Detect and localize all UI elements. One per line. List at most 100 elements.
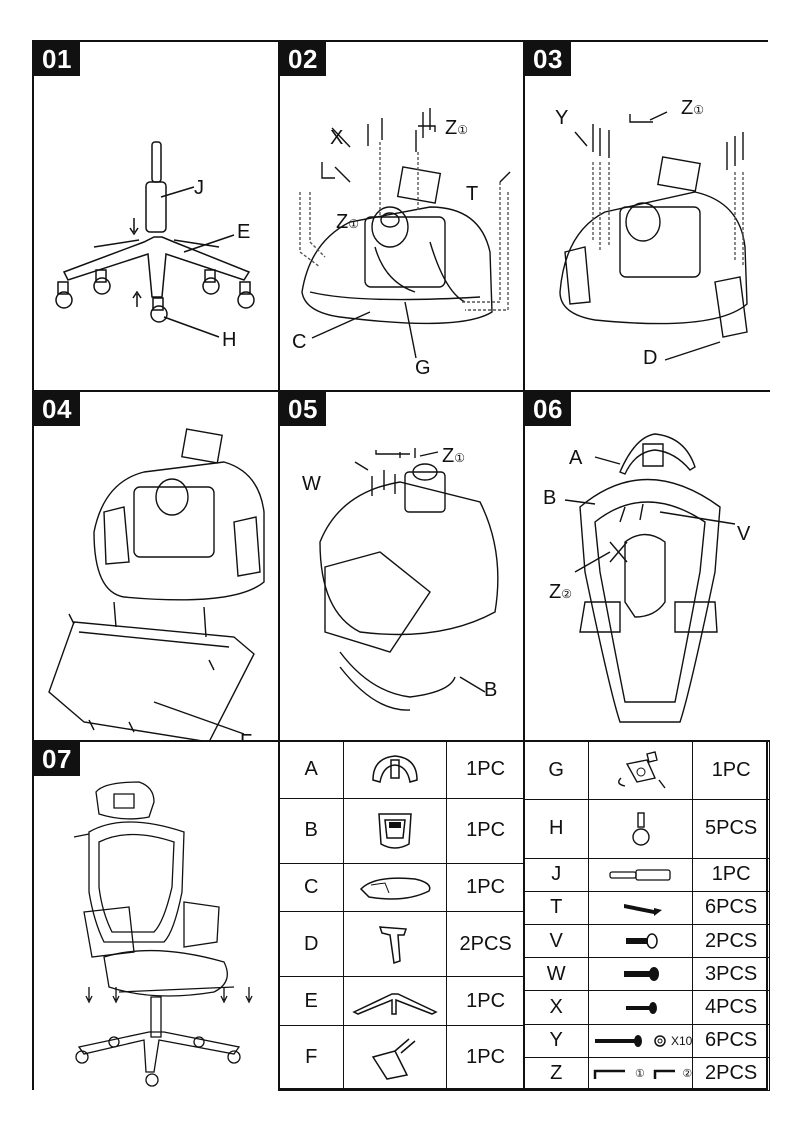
part-code: W [522,957,590,992]
assembly-sheet: 01 J E H 02 [32,40,770,1092]
footrest-icon [343,1024,448,1092]
label-Z-1: Z① [442,445,465,467]
table-row: C 1PC [277,862,525,913]
label-W: W [302,473,321,495]
step-05-panel: 05 W Z① B [280,392,525,742]
step-number: 07 [34,742,80,776]
parts-table-left: A 1PC B 1PC C 1PC D 2PCS E 1PC F 1PC [277,741,525,1092]
table-row: W 3PCS [522,957,770,992]
caster-icon [588,799,694,859]
label-G: G [415,357,431,379]
part-code: G [522,740,590,801]
label-B: B [484,679,498,701]
part-qty: 6PCS [692,890,770,926]
table-row: T 6PCS [522,890,770,926]
allen-key-icon: ① ② [588,1056,694,1092]
table-row: H 5PCS [522,799,770,859]
part-qty: 2PCS [446,911,525,978]
part-qty: 1PC [446,862,525,913]
label-Z-1a: Z① [445,117,468,139]
label-H: H [222,329,237,351]
label-J: J [194,177,204,199]
finished-chair-illustration [34,742,280,1090]
label-Y: Y [555,107,569,129]
table-row: D 2PCS [277,911,525,978]
label-C: C [292,331,307,353]
label-T: T [466,183,479,205]
step-02-panel: 02 [280,42,525,392]
label-E: E [237,221,251,243]
armrest-icon [343,911,448,978]
screw-t-icon [588,890,694,926]
part-code: V [522,924,590,959]
table-row: B 1PC [277,797,525,864]
gas-lift-icon [588,857,694,892]
part-qty: 1PC [692,857,770,892]
label-Z-2: Z② [549,581,572,603]
label-V: V [737,523,751,545]
label-B: B [543,487,557,509]
table-row: X 4PCS [522,990,770,1025]
part-code: E [277,976,345,1026]
part-qty: 2PCS [692,924,770,959]
table-row: A 1PC [277,741,525,799]
part-qty: 1PC [446,976,525,1026]
seat-icon [343,862,448,913]
part-code: Z [522,1056,590,1092]
mechanism-icon [588,740,694,801]
label-F: F [240,731,253,742]
headrest-attach-illustration [525,392,770,742]
part-qty: 1PC [446,797,525,864]
table-row: V 2PCS [522,924,770,959]
armrest-attach-illustration [525,42,770,392]
label-Z-1b: Z① [336,211,359,233]
part-qty: 3PCS [692,957,770,992]
step-06-panel: 06 A B V Z② [525,392,770,742]
table-row: F 1PC [277,1024,525,1092]
seat-mechanism-illustration [280,42,525,392]
washer-count: X10 [670,1033,693,1048]
step-number: 03 [525,42,571,76]
step-number: 04 [34,392,80,426]
table-row: G 1PC [522,740,770,801]
part-code: J [522,857,590,892]
part-qty: 1PC [446,1024,525,1092]
base-assembly-illustration [34,42,280,392]
step-07-panel: 07 [34,742,280,1090]
part-code: X [522,990,590,1025]
label-A: A [569,447,583,469]
screw-x-icon [588,990,694,1025]
part-qty: 5PCS [692,799,770,859]
part-qty: 4PCS [692,990,770,1025]
label-X: X [330,127,344,149]
part-code: H [522,799,590,859]
base-icon [343,976,448,1026]
part-code: C [277,862,345,913]
screw-y-icon: X10 [588,1023,694,1058]
step-04-panel: 04 F [34,392,280,742]
parts-table-right: G 1PC H 5PCS J 1PC T 6PCS V 2PCS W 3PCS [522,740,770,1092]
backrest-icon [343,797,448,864]
step-number: 06 [525,392,571,426]
table-row: Z ① ② 2PCS [522,1056,770,1092]
screw-w-icon [588,957,694,992]
step-number: 02 [280,42,326,76]
part-code: B [277,797,345,864]
step-number: 05 [280,392,326,426]
part-qty: 1PC [446,741,525,799]
part-qty: 2PCS [692,1056,770,1092]
backrest-attach-illustration [280,392,525,742]
table-row: E 1PC [277,976,525,1026]
table-row: Y X10 6PCS [522,1023,770,1058]
part-code: F [277,1024,345,1092]
part-qty: 6PCS [692,1023,770,1058]
footrest-illustration [34,392,280,742]
part-code: Y [522,1023,590,1058]
screw-v-icon [588,924,694,959]
headrest-icon [343,741,448,799]
part-code: A [277,741,345,799]
step-03-panel: 03 Y Z① D [525,42,770,392]
part-qty: 1PC [692,740,770,801]
part-code: T [522,890,590,926]
step-01-panel: 01 J E H [34,42,280,392]
